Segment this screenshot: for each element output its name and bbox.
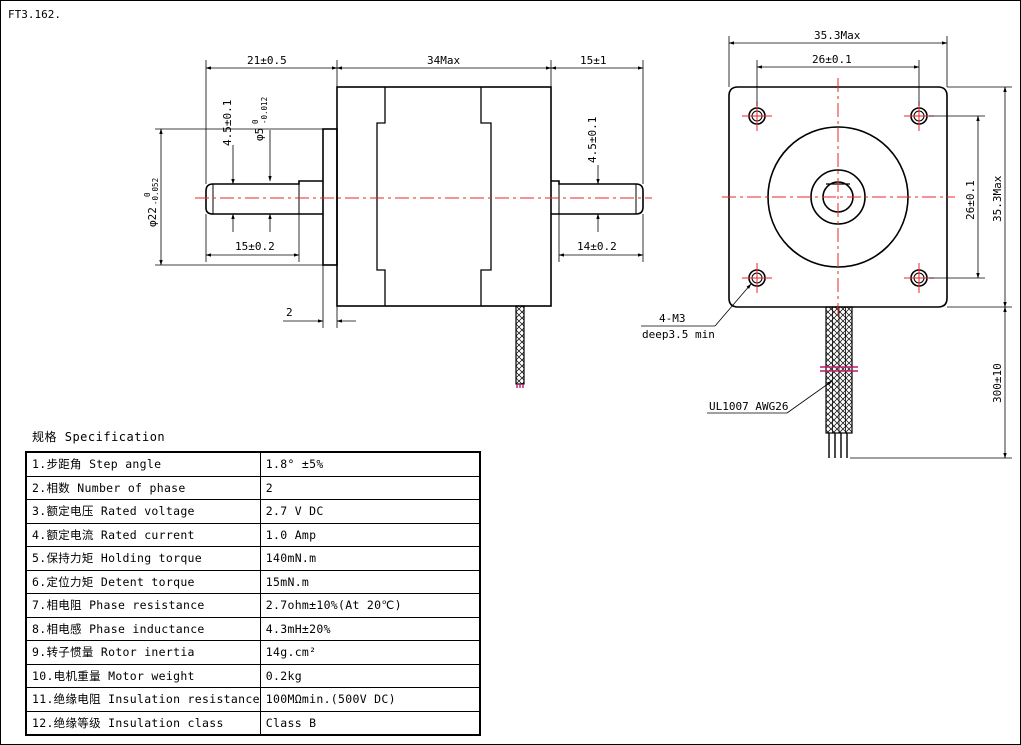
spec-title: 规格 Specification <box>32 430 166 444</box>
dim-side-height: 35.3Max <box>991 175 1004 222</box>
motor-body <box>336 86 552 307</box>
spec-label: 4.额定电流 Rated current <box>25 522 261 547</box>
hole-callout-thread: 4-M3 <box>659 312 686 325</box>
dim-left-flat-length: 15±0.2 <box>235 240 275 253</box>
spec-label: 2.相数 Number of phase <box>25 475 261 500</box>
spec-value: 2 <box>259 475 481 500</box>
spec-label: 11.绝缘电阻 Insulation resistance <box>25 687 261 712</box>
spec-label: 3.额定电压 Rated voltage <box>25 499 261 524</box>
spec-label: 10.电机重量 Motor weight <box>25 663 261 688</box>
dim-shaft-tol-upper: 0 <box>251 119 260 124</box>
spec-value: Class B <box>259 710 481 736</box>
boss <box>322 128 338 266</box>
dim-left-shaft-extension: 21±0.5 <box>247 54 287 67</box>
spec-label: 8.相电感 Phase inductance <box>25 616 261 641</box>
dim-body-length: 34Max <box>427 54 460 67</box>
dim-shaft-tol-lower: -0.012 <box>260 97 269 124</box>
spec-value: 14g.cm² <box>259 640 481 665</box>
front-dimensions <box>155 60 644 328</box>
spec-value: 4.3mH±20% <box>259 616 481 641</box>
dim-shaft-diameter: φ5 <box>253 128 266 141</box>
front-cable <box>515 305 525 385</box>
spec-label: 7.相电阻 Phase resistance <box>25 593 261 618</box>
spec-value: 15mN.m <box>259 569 481 594</box>
dim-boss-tol-lower: -0.052 <box>151 178 160 205</box>
dim-boss-diameter: φ22 <box>146 207 159 227</box>
spec-label: 1.步距角 Step angle <box>25 451 261 477</box>
dim-right-flat-length: 14±0.2 <box>577 240 617 253</box>
hole-callout-depth: deep3.5 min <box>642 328 715 341</box>
dim-boss-height: 2 <box>286 306 293 319</box>
drawing-number: FT3.162. <box>8 8 61 21</box>
dim-lead-length: 300±10 <box>991 363 1004 403</box>
spec-label: 9.转子惯量 Rotor inertia <box>25 640 261 665</box>
dim-flat-depth-left: 4.5±0.1 <box>221 100 234 146</box>
dim-hole-spacing-v: 26±0.1 <box>964 180 977 220</box>
spec-label: 5.保持力矩 Holding torque <box>25 546 261 571</box>
spec-value: 1.8° ±5% <box>259 451 481 477</box>
spec-value: 1.0 Amp <box>259 522 481 547</box>
spec-value: 100MΩmin.(500V DC) <box>259 687 481 712</box>
spec-value: 0.2kg <box>259 663 481 688</box>
dim-hole-spacing-h: 26±0.1 <box>812 53 852 66</box>
dim-flat-depth-right: 4.5±0.1 <box>586 117 599 163</box>
wire-callout: UL1007 AWG26 <box>709 400 788 413</box>
spec-value: 140mN.m <box>259 546 481 571</box>
spec-value: 2.7ohm±10%(At 20℃) <box>259 593 481 618</box>
dim-side-width: 35.3Max <box>814 29 861 42</box>
spec-value: 2.7 V DC <box>259 499 481 524</box>
dim-boss-tol-upper: 0 <box>143 192 152 197</box>
body-inner-profile <box>376 87 492 306</box>
dim-right-shaft-extension: 15±1 <box>580 54 607 67</box>
flange-outline <box>728 86 948 308</box>
side-dimensions <box>641 36 1012 459</box>
spec-label: 6.定位力矩 Detent torque <box>25 569 261 594</box>
spec-label: 12.绝缘等级 Insulation class <box>25 710 261 736</box>
front-view <box>205 86 644 385</box>
